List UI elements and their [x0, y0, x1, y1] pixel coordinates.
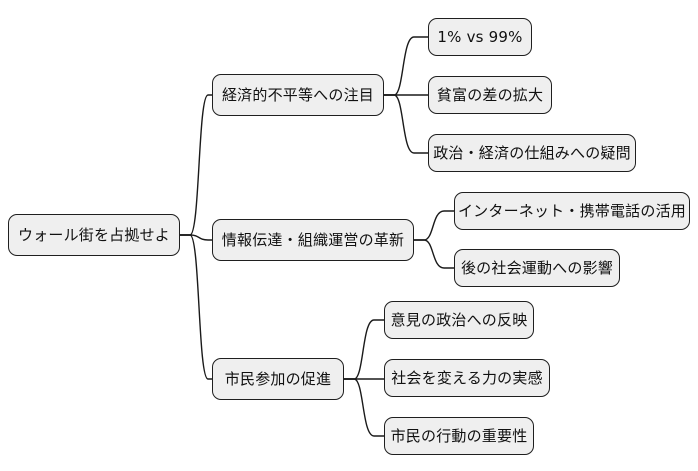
- leaf-node-leaf-3-2[interactable]: 社会を変える力の実感: [384, 359, 550, 397]
- root-node-root[interactable]: ウォール街を占拠せよ: [8, 214, 180, 256]
- connector-root-to-branch-3: [179, 234, 213, 380]
- branch-node-branch-3[interactable]: 市民参加の促進: [212, 358, 344, 400]
- leaf-node-leaf-3-3[interactable]: 市民の行動の重要性: [384, 417, 534, 455]
- node-label: 貧富の差の拡大: [436, 85, 544, 104]
- node-label: 市民の行動の重要性: [390, 426, 528, 445]
- leaf-node-leaf-2-2[interactable]: 後の社会運動への影響: [454, 249, 620, 287]
- node-label: 市民参加の促進: [224, 369, 332, 388]
- connector-branch-2-to-leaf-2-2: [413, 239, 455, 269]
- leaf-node-leaf-2-1[interactable]: インターネット・携帯電話の活用: [454, 192, 690, 230]
- node-label: 政治・経済の仕組みへの疑問: [433, 143, 631, 162]
- node-label: インターネット・携帯電話の活用: [457, 201, 686, 220]
- connector-root-to-branch-1: [179, 94, 213, 236]
- branch-node-branch-2[interactable]: 情報伝達・組織運営の革新: [212, 219, 414, 261]
- leaf-node-leaf-1-1[interactable]: 1% vs 99%: [428, 18, 532, 56]
- node-label: 1% vs 99%: [437, 27, 523, 46]
- leaf-node-leaf-1-2[interactable]: 貧富の差の拡大: [428, 76, 552, 114]
- branch-node-branch-1[interactable]: 経済的不平等への注目: [212, 74, 384, 116]
- node-label: ウォール街を占拠せよ: [17, 225, 170, 244]
- node-label: 後の社会運動への影響: [460, 258, 613, 277]
- leaf-node-leaf-3-1[interactable]: 意見の政治への反映: [384, 301, 534, 339]
- connector-branch-3-to-leaf-3-3: [343, 378, 385, 437]
- leaf-node-leaf-1-3[interactable]: 政治・経済の仕組みへの疑問: [428, 134, 636, 172]
- node-label: 情報伝達・組織運営の革新: [221, 230, 405, 249]
- node-label: 社会を変える力の実感: [391, 368, 543, 387]
- connector-branch-1-to-leaf-1-3: [383, 94, 429, 154]
- node-label: 意見の政治への反映: [390, 310, 528, 329]
- node-label: 経済的不平等への注目: [221, 85, 374, 104]
